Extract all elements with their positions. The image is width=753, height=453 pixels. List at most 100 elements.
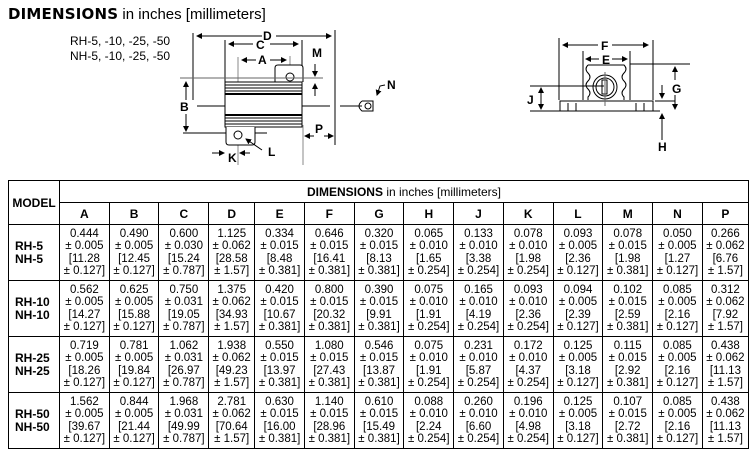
tolerance-mm: ± 0.127]	[63, 321, 106, 333]
dimension-cell-e: 0.550± 0.015[13.97± 0.381]	[254, 336, 305, 393]
value-inches: 0.088	[414, 395, 444, 408]
dimension-cell-b: 0.844± 0.005[21.44± 0.127]	[108, 392, 160, 449]
dimension-cell-k: 0.093± 0.010[2.36± 0.254]	[502, 280, 554, 337]
tolerance-inches: ± 0.005	[658, 408, 697, 420]
dimension-cell-f: 1.140± 0.015[28.96± 0.381]	[303, 392, 355, 449]
tolerance-mm: ± 0.381]	[308, 321, 351, 333]
value-mm: [3.18	[565, 420, 591, 433]
dimension-cell-c: 0.600± 0.030[15.24± 0.787]	[158, 224, 210, 281]
tolerance-inches: ± 0.010	[409, 296, 448, 308]
dimension-cell-b: 0.781± 0.005[19.84± 0.127]	[108, 336, 160, 393]
model-name: RH-50	[15, 406, 50, 421]
tolerance-inches: ± 0.015	[260, 296, 299, 308]
value-mm: [28.96	[313, 420, 346, 433]
model-name: RH-25	[15, 350, 50, 365]
tolerance-mm: ± 0.254]	[457, 377, 500, 389]
label-l: L	[268, 145, 275, 159]
tolerance-mm: ± 1.57]	[214, 265, 250, 277]
tolerance-mm: ± 1.57]	[707, 377, 743, 389]
model-name: RH-5	[15, 238, 44, 253]
column-header-a: A	[59, 202, 110, 225]
dimension-cell-c: 1.062± 0.031[26.97± 0.787]	[158, 336, 210, 393]
model-header: MODEL	[8, 180, 60, 225]
tolerance-inches: ± 0.062	[706, 408, 745, 420]
tolerance-inches: ± 0.005	[65, 240, 104, 252]
tolerance-mm: ± 0.381]	[308, 265, 351, 277]
dimension-cell-n: 0.085± 0.005[2.16± 0.127]	[652, 392, 703, 449]
dimension-cell-f: 1.080± 0.015[27.43± 0.381]	[303, 336, 355, 393]
model-list-label: RH-5, -10, -25, -50 NH-5, -10, -25, -50	[70, 34, 170, 64]
column-header-n: N	[652, 202, 703, 225]
tolerance-inches: ± 0.010	[409, 352, 448, 364]
label-d: D	[263, 29, 272, 43]
value-mm: [11.28	[68, 252, 100, 265]
tolerance-mm: ± 1.57]	[214, 377, 250, 389]
tolerance-mm: ± 0.381]	[606, 321, 649, 333]
value-inches: 0.125	[563, 395, 593, 408]
value-mm: [8.48	[266, 252, 293, 265]
value-mm: [16.00	[263, 420, 296, 433]
title-bold: DIMENSIONS	[8, 5, 119, 23]
tolerance-mm: ± 1.57]	[707, 265, 743, 277]
value-mm: [14.27	[68, 308, 101, 321]
value-inches: 0.065	[414, 227, 444, 240]
value-inches: 0.420	[265, 283, 294, 296]
value-inches: 1.140	[314, 395, 344, 408]
value-mm: [20.32	[313, 308, 346, 321]
tolerance-mm: ± 0.254]	[507, 433, 549, 445]
value-inches: 0.075	[414, 283, 444, 296]
tolerance-inches: ± 0.015	[260, 408, 299, 420]
value-inches: 1.562	[69, 395, 99, 408]
label-k: K	[228, 151, 237, 165]
tolerance-mm: ± 0.254]	[408, 321, 450, 333]
tolerance-inches: ± 0.030	[164, 240, 203, 252]
tolerance-inches: ± 0.005	[658, 296, 697, 308]
value-mm: [28.58	[215, 252, 248, 265]
dimension-cell-c: 1.968± 0.031[49.99± 0.787]	[158, 392, 210, 449]
dimension-cell-n: 0.050± 0.005[1.27± 0.127]	[652, 224, 703, 281]
value-inches: 0.231	[464, 339, 493, 352]
dimension-cell-j: 0.231± 0.010[5.87± 0.254]	[453, 336, 504, 393]
tolerance-inches: ± 0.005	[558, 352, 598, 364]
value-mm: [34.93	[215, 308, 248, 321]
tolerance-inches: ± 0.010	[459, 408, 498, 420]
value-mm: [10.67	[263, 308, 296, 321]
value-mm: [12.45	[118, 252, 151, 265]
tolerance-mm: ± 0.787]	[163, 265, 205, 277]
tolerance-inches: ± 0.015	[359, 296, 399, 308]
value-mm: [1.98	[614, 252, 641, 265]
tolerance-inches: ± 0.005	[65, 408, 104, 420]
tolerance-inches: ± 0.031	[164, 296, 203, 308]
value-inches: 0.165	[464, 283, 493, 296]
value-inches: 0.085	[663, 283, 692, 296]
dimensions-header: DIMENSIONS in inches [millimeters]	[59, 180, 749, 203]
tolerance-inches: ± 0.005	[114, 240, 154, 252]
tolerance-inches: ± 0.010	[409, 240, 448, 252]
column-header-l: L	[552, 202, 604, 225]
value-inches: 1.968	[169, 395, 199, 408]
column-header-e: E	[254, 202, 305, 225]
value-inches: 0.600	[169, 227, 199, 240]
value-mm: [19.84	[118, 364, 151, 377]
tolerance-mm: ± 1.57]	[214, 433, 250, 445]
tolerance-inches: ± 0.062	[212, 240, 251, 252]
tolerance-mm: ± 0.127]	[557, 377, 599, 389]
value-mm: [3.18	[565, 364, 591, 377]
value-mm: [13.87	[363, 364, 396, 377]
tolerance-inches: ± 0.015	[359, 408, 399, 420]
value-mm: [2.16	[664, 308, 691, 321]
tolerance-inches: ± 0.015	[608, 352, 647, 364]
tolerance-inches: ± 0.062	[706, 296, 745, 308]
tolerance-mm: ± 0.787]	[163, 321, 205, 333]
tolerance-mm: ± 0.127]	[557, 433, 599, 445]
tolerance-inches: ± 0.010	[459, 352, 498, 364]
dimension-cell-m: 0.102± 0.015[2.59± 0.381]	[602, 280, 654, 337]
dimension-cell-d: 1.375± 0.062[34.93± 1.57]	[208, 280, 256, 337]
dimension-cell-f: 0.800± 0.015[20.32± 0.381]	[303, 280, 355, 337]
column-header-m: M	[602, 202, 654, 225]
tolerance-inches: ± 0.005	[658, 240, 697, 252]
value-mm: [15.49	[363, 420, 396, 433]
tolerance-inches: ± 0.031	[164, 408, 203, 420]
